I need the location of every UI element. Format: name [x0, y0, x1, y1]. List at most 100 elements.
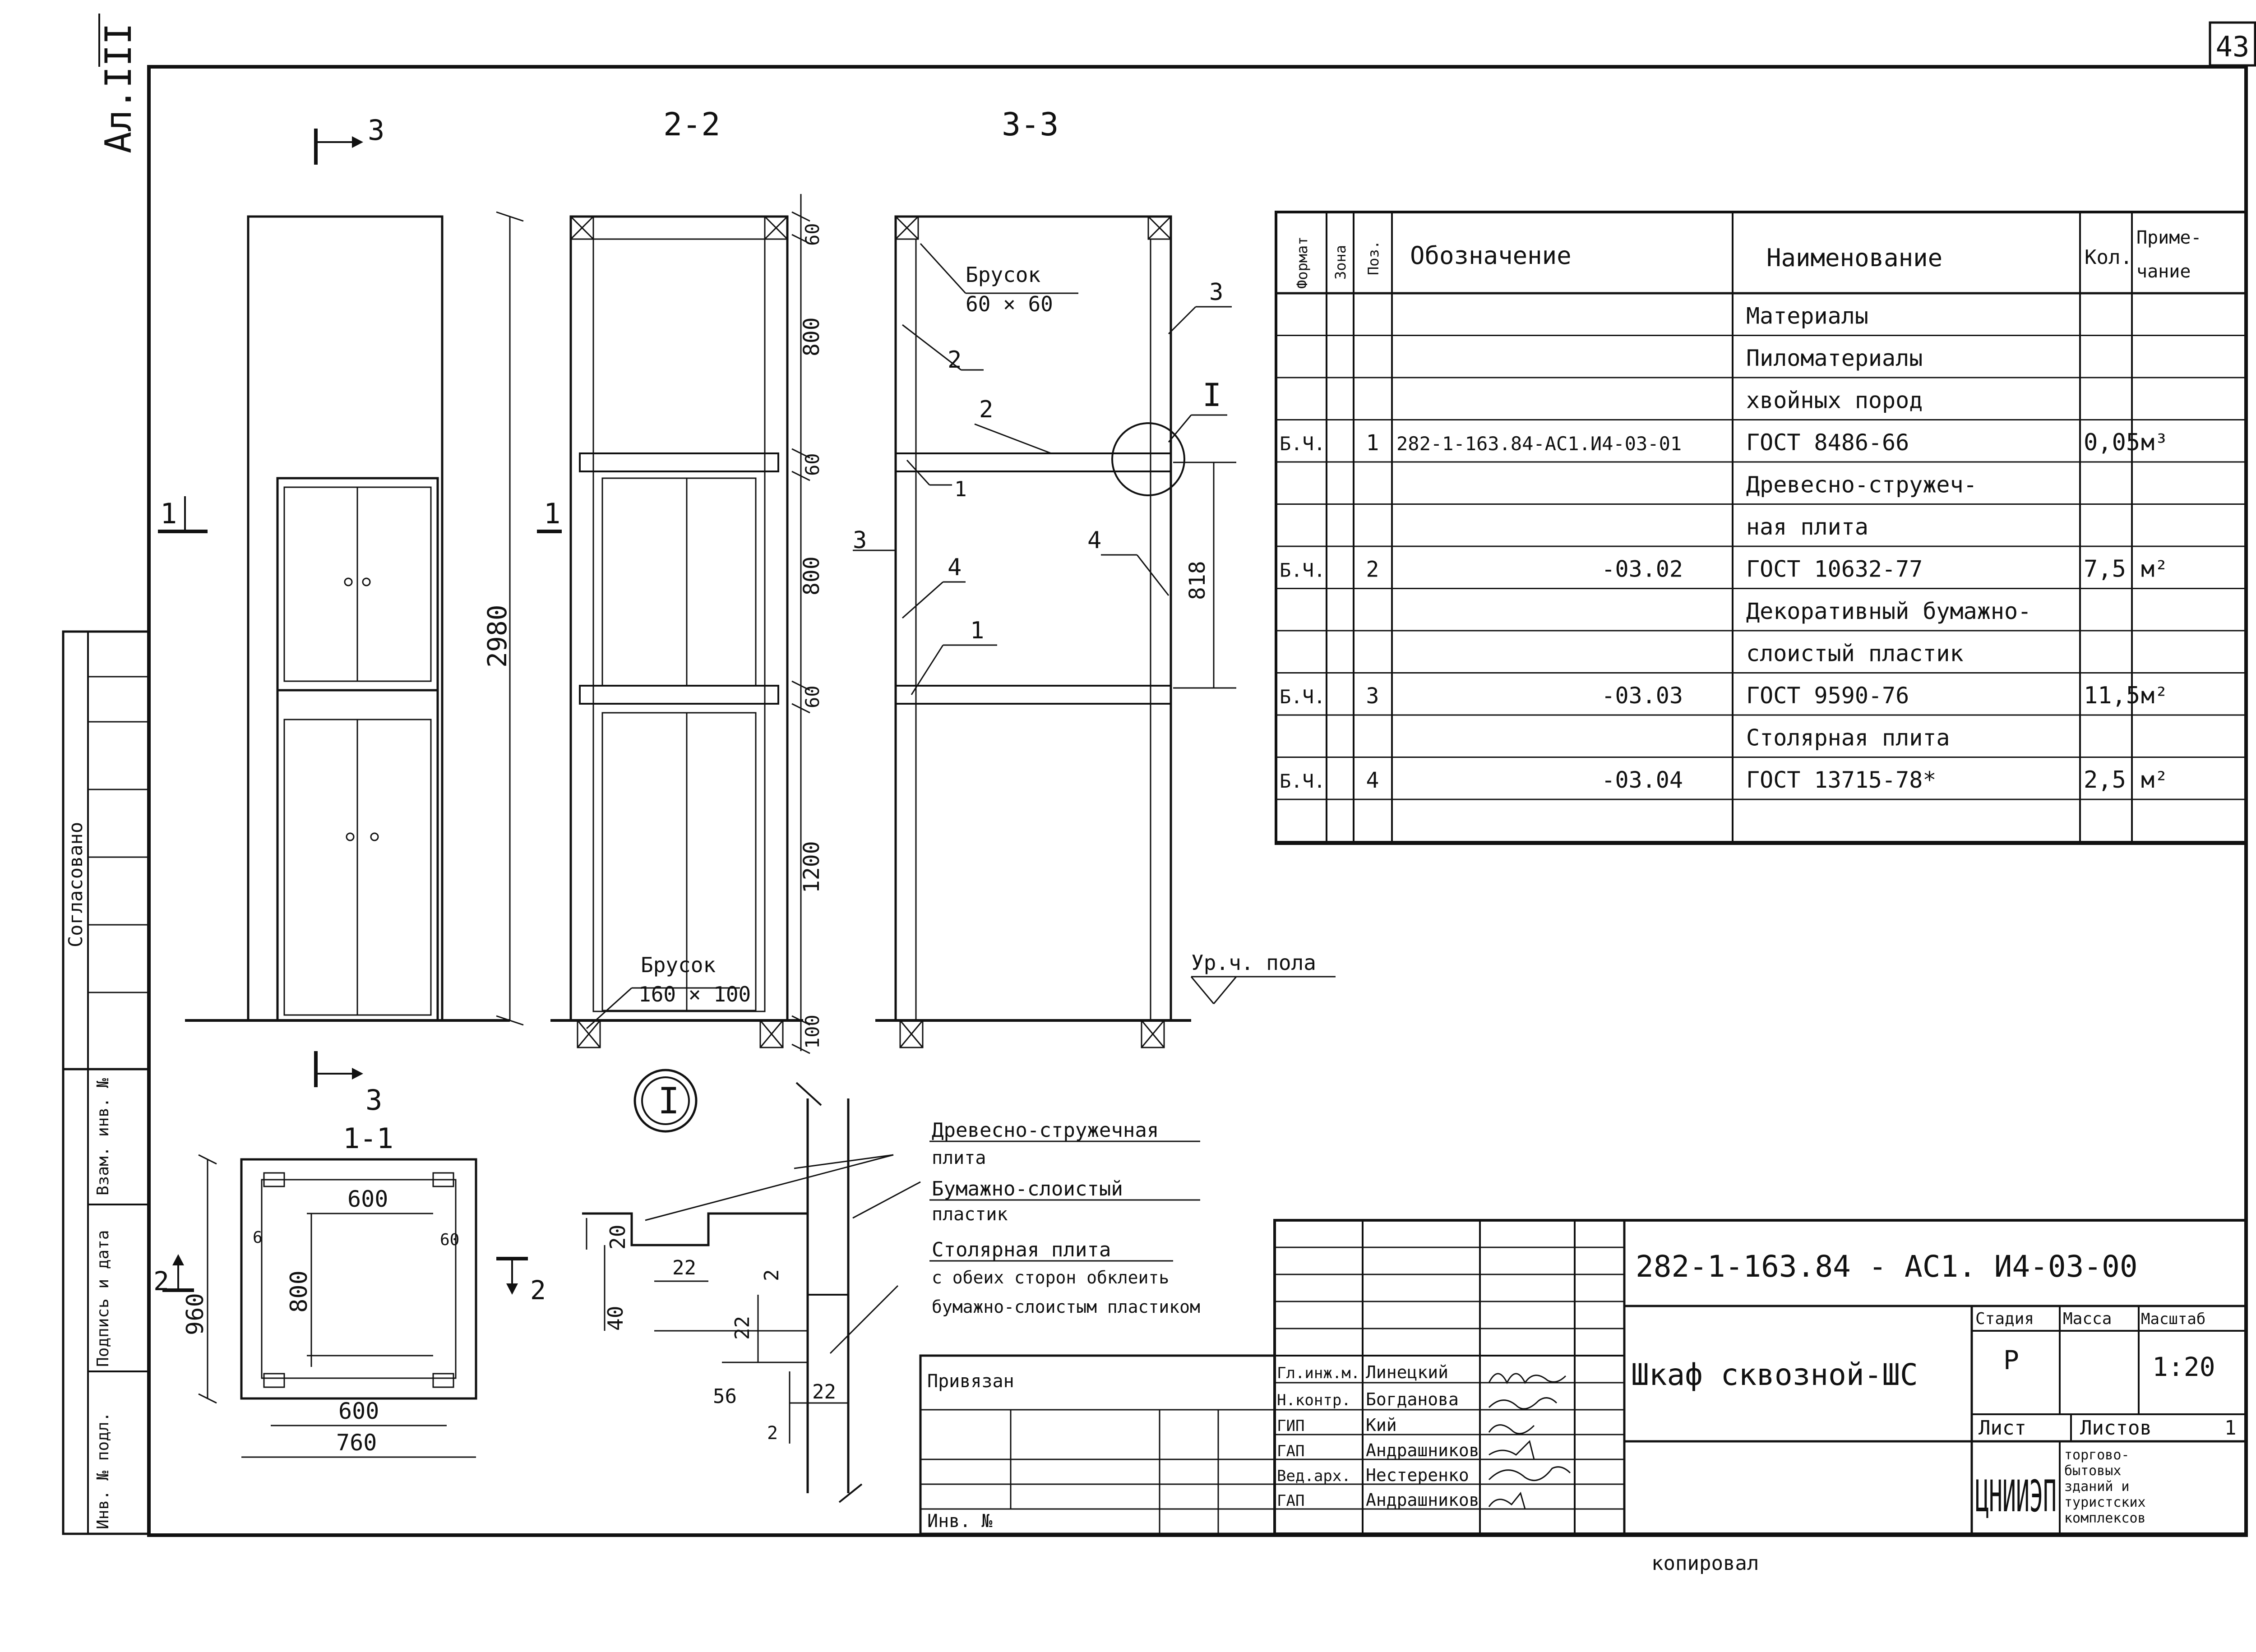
- plan-dim-60: 60: [440, 1231, 459, 1249]
- title-block: [919, 1219, 2247, 1535]
- spec-cell-name: ГОСТ 13715-78*: [1746, 767, 1936, 793]
- det-dim-2b: 2: [767, 1423, 778, 1444]
- spec-cell-name: Столярная плита: [1746, 724, 1950, 751]
- spec-cell-note: м²: [2141, 556, 2168, 582]
- elev-section-mark-bottom: 3: [365, 1084, 382, 1117]
- plan-dim-600-bottom: 600: [338, 1398, 379, 1424]
- dim-818: 818: [1185, 561, 1210, 600]
- side-stamp: [62, 630, 150, 1535]
- copy-mark: копировал: [1651, 1552, 1759, 1575]
- note-blockboard-a: Столярная плита: [932, 1238, 1111, 1261]
- spec-cell-name: ная плита: [1746, 514, 1868, 540]
- spec-cell-format: Б.Ч.: [1280, 433, 1325, 455]
- vzam-inv-label: Взам. инв. №: [94, 1078, 112, 1195]
- tb-person-role: Гл.инж.м.: [1277, 1364, 1360, 1382]
- tb-sheets-header: Листов: [2080, 1417, 2152, 1440]
- spec-cell-name: Декоративный бумажно-: [1746, 598, 2031, 624]
- spec-cell-qty: 2,5: [2084, 766, 2126, 794]
- dim-60-b: 60: [801, 453, 823, 476]
- tb-org: ЦНИИЭП: [1975, 1471, 2057, 1522]
- floor-level-label: Ур.ч. пола: [1191, 951, 1316, 975]
- spec-header-zone: Зона: [1332, 245, 1349, 280]
- det-dim-22a: 22: [672, 1256, 696, 1279]
- dim-100: 100: [801, 1015, 823, 1049]
- note-chipboard-b: плита: [932, 1148, 986, 1168]
- spec-cell-pos: 2: [1366, 557, 1379, 582]
- tb-person-name: Нестеренко: [1366, 1465, 1469, 1485]
- spec-cell-qty: 0,05: [2084, 429, 2140, 456]
- note-laminate-a: Бумажно-слоистый: [932, 1177, 1123, 1200]
- tb-person-name: Кий: [1366, 1415, 1397, 1435]
- spec-header-name: Наименование: [1766, 244, 1942, 272]
- spec-cell-pos: 1: [1366, 430, 1379, 456]
- tb-org-desc-3: туристских: [2064, 1495, 2146, 1510]
- tb-org-desc-4: комплексов: [2064, 1510, 2146, 1526]
- tb-stage-header: Стадия: [1975, 1310, 2034, 1328]
- spec-cell-name: ГОСТ 10632-77: [1746, 556, 1923, 582]
- spec-cell-note: м³: [2141, 429, 2168, 456]
- spec-row: Материалы: [1746, 303, 1868, 329]
- pos-2-shelf: 2: [979, 396, 993, 423]
- album-label: Ал.III: [97, 23, 139, 153]
- det-dim-22b: 22: [731, 1316, 754, 1340]
- det-dim-20: 20: [606, 1225, 630, 1250]
- spec-cell-name: ГОСТ 8486-66: [1746, 429, 1909, 456]
- sheet-number: 43: [2216, 30, 2250, 63]
- signatures: [1488, 1373, 1571, 1509]
- dim-total-height: 2980: [482, 605, 513, 668]
- spec-cell-designation: 282-1-163.84-АС1.И4-03-01: [1396, 433, 1682, 455]
- det-dim-22c: 22: [812, 1380, 836, 1403]
- spec-cell-name: слоистый пластик: [1746, 640, 1964, 666]
- plan-mark-2-left: 2: [153, 1266, 169, 1297]
- tb-code: 282-1-163.84 - АС1. И4-03-00: [1636, 1249, 2138, 1284]
- tb-bound: Привязан: [927, 1371, 1014, 1392]
- tb-scale: 1:20: [2152, 1352, 2215, 1382]
- spec-cell-name: Древесно-стружеч-: [1746, 471, 1977, 498]
- section-2-2: [550, 194, 810, 1054]
- spec-cell-format: Б.Ч.: [1280, 770, 1325, 792]
- section-3-3: [853, 215, 1336, 1048]
- sign-date-label: Подпись и дата: [94, 1230, 112, 1367]
- dim-800-a: 800: [799, 317, 824, 356]
- tb-sheet-header: Лист: [1979, 1417, 2026, 1440]
- dim-60-a: 60: [801, 223, 823, 246]
- spec-header-qty: Кол.: [2085, 246, 2132, 269]
- pos-4-left: 4: [948, 554, 962, 581]
- plan-dim-760: 760: [336, 1430, 377, 1456]
- tb-title: Шкаф сквозной-ШС: [1631, 1357, 1918, 1392]
- note-blockboard-b: с обеих сторон обклеить: [932, 1268, 1169, 1287]
- plan-mark-2-right: 2: [530, 1275, 546, 1306]
- det-dim-56: 56: [713, 1385, 737, 1408]
- tb-stage: Р: [2003, 1345, 2019, 1375]
- plan-dim-600-top: 600: [347, 1186, 388, 1212]
- section-22-title: 2-2: [663, 106, 720, 143]
- agreed-label: Согласовано: [65, 822, 87, 947]
- pos-1-lower: 1: [970, 617, 984, 644]
- det-dim-40: 40: [603, 1306, 628, 1331]
- plan-dim-960: 960: [182, 1293, 209, 1335]
- dim-800-b: 800: [799, 556, 824, 595]
- det-dim-2a: 2: [760, 1269, 783, 1282]
- pos-3-left: 3: [853, 527, 867, 554]
- tb-sheets: 1: [2224, 1417, 2237, 1440]
- pos-4-right: 4: [1087, 527, 1101, 554]
- note-blockboard-c: бумажно-слоистым пластиком: [932, 1297, 1200, 1317]
- tb-person-name: Богданова: [1366, 1389, 1459, 1409]
- section-11-title: 1-1: [343, 1122, 393, 1155]
- spec-cell-designation: -03.04: [1601, 767, 1683, 793]
- spec-row: ная плита: [1746, 514, 1868, 540]
- inv-podl-label: Инв. № подл.: [94, 1412, 112, 1529]
- spec-cell-name: хвойных пород: [1746, 387, 1923, 413]
- spec-cell-note: м²: [2141, 683, 2168, 709]
- spec-header-note-b: чание: [2136, 261, 2191, 282]
- tb-org-desc-0: торгово-: [2064, 1447, 2130, 1463]
- plan-dim-6: 6: [253, 1228, 263, 1247]
- elev-mark-1: 1: [160, 497, 177, 530]
- spec-row: хвойных пород: [1746, 387, 1923, 413]
- pos-1-upper: 1: [954, 477, 967, 501]
- detail-I: [582, 1069, 1200, 1503]
